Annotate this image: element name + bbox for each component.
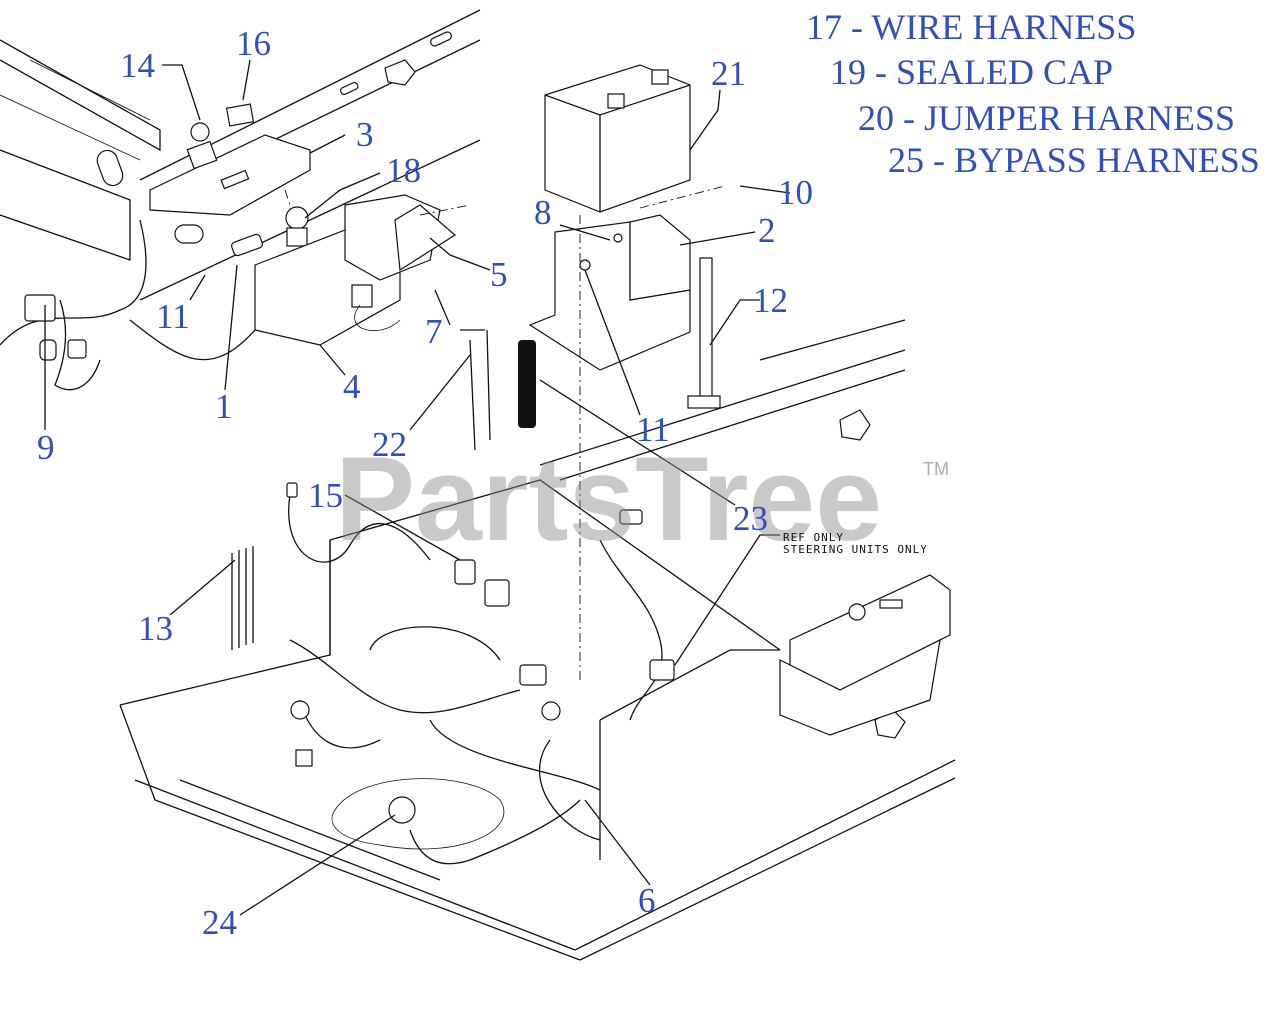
battery <box>544 64 691 213</box>
callout-23: 23 <box>733 499 768 538</box>
callout-18: 18 <box>386 151 421 190</box>
callout-10: 10 <box>778 173 813 212</box>
watermark-tm: TM <box>923 459 949 479</box>
callout-4: 4 <box>343 367 361 406</box>
watermark: PartsTree TM <box>335 432 949 566</box>
control-panel <box>254 194 457 346</box>
callout-11a: 11 <box>156 297 190 336</box>
legend-item-25: 25 - BYPASS HARNESS <box>888 140 1260 180</box>
callout-3: 3 <box>356 115 374 154</box>
callout-24: 24 <box>202 903 237 942</box>
cable-ties <box>231 329 491 650</box>
callout-21: 21 <box>711 54 746 93</box>
ref-note-line1: REF ONLY <box>783 531 844 544</box>
parts-legend: 17 - WIRE HARNESS 19 - SEALED CAP 20 - J… <box>806 7 1260 180</box>
left-wiring <box>0 219 256 391</box>
callout-12: 12 <box>753 281 788 320</box>
watermark-text: PartsTree <box>335 432 882 566</box>
main-frame <box>119 319 956 961</box>
steering-control-box <box>779 574 951 736</box>
battery-tray <box>528 214 721 409</box>
callouts: 14 16 3 18 5 11 7 4 1 9 22 21 10 8 2 12 … <box>37 24 813 942</box>
alignment-lines <box>284 185 726 680</box>
callout-8: 8 <box>534 193 552 232</box>
callout-16: 16 <box>236 24 271 63</box>
ref-note: REF ONLY STEERING UNITS ONLY <box>783 531 928 556</box>
fuse-holder <box>518 340 536 428</box>
ignition-switch <box>285 206 309 247</box>
callout-15: 15 <box>308 476 343 515</box>
callout-11b: 11 <box>636 410 670 449</box>
callout-22: 22 <box>372 425 407 464</box>
callout-9: 9 <box>37 428 55 467</box>
legend-item-19: 19 - SEALED CAP <box>830 52 1113 92</box>
callout-14: 14 <box>120 46 155 85</box>
legend-item-20: 20 - JUMPER HARNESS <box>858 98 1235 138</box>
callout-6: 6 <box>638 881 656 920</box>
callout-1: 1 <box>215 387 233 426</box>
ref-note-line2: STEERING UNITS ONLY <box>783 543 928 556</box>
legend-item-17: 17 - WIRE HARNESS <box>806 7 1136 47</box>
callout-2: 2 <box>758 211 776 250</box>
lower-harness <box>286 482 675 865</box>
console-bracket <box>149 103 311 257</box>
callout-5: 5 <box>490 255 508 294</box>
callout-7: 7 <box>425 312 443 351</box>
callout-13: 13 <box>138 609 173 648</box>
leader-lines <box>44 59 791 916</box>
